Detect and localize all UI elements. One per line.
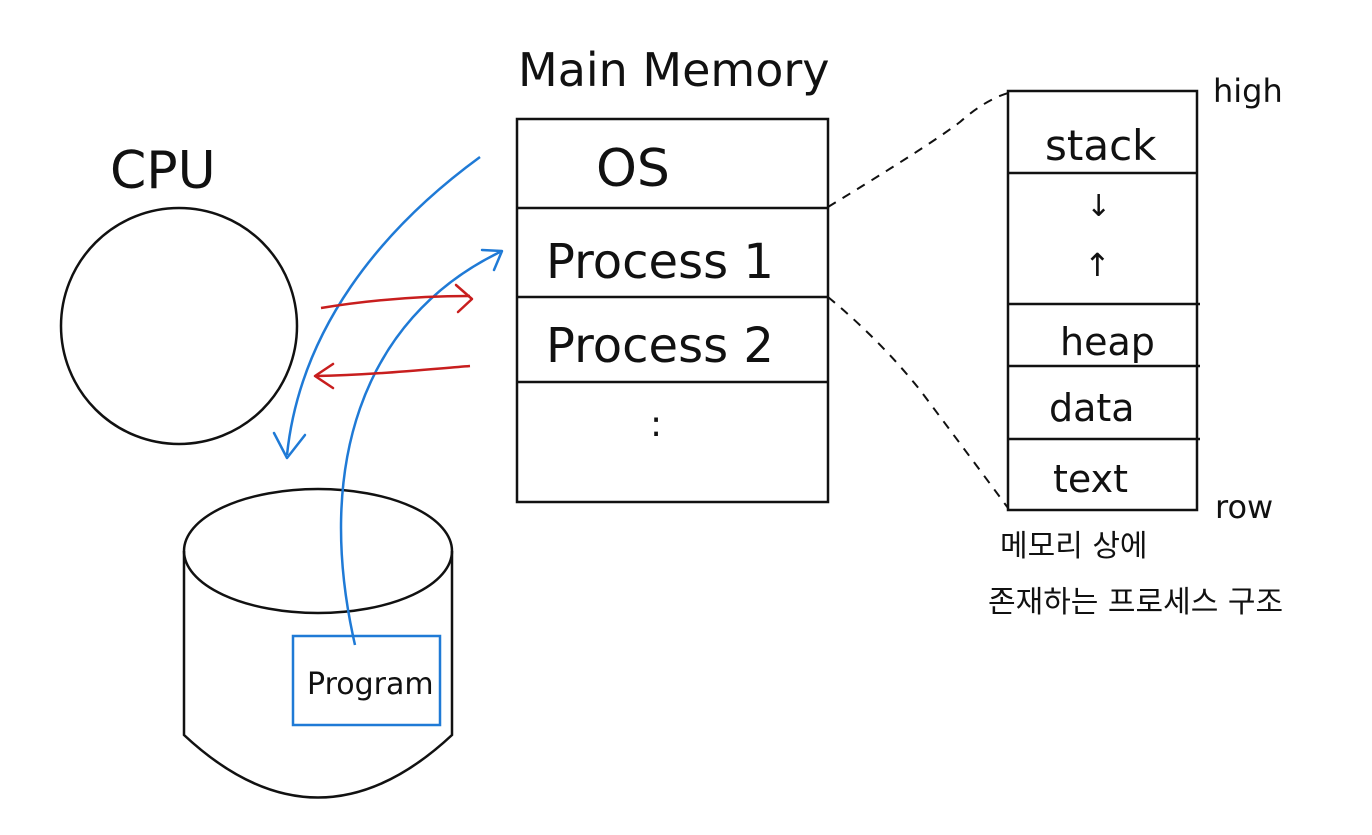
cpu-label: CPU xyxy=(110,141,216,201)
cylinder-body xyxy=(182,551,454,799)
zoom-connector-top xyxy=(827,92,1009,208)
structure-stack: stack xyxy=(1045,121,1157,170)
main-memory-block xyxy=(515,117,830,504)
main-memory-frame xyxy=(515,117,830,504)
memory-to-cpu-arrowhead xyxy=(313,362,335,390)
swap-out-arrowhead xyxy=(272,431,307,460)
cylinder-top xyxy=(182,487,454,615)
memory-to-cpu-arrow xyxy=(315,364,471,378)
memory-section-ellipsis: : xyxy=(650,404,662,445)
program-label: Program xyxy=(307,667,434,702)
cpu-circle xyxy=(59,206,299,446)
storage-cylinder xyxy=(182,487,454,799)
process-structure-block xyxy=(1006,89,1200,512)
memory-section-process-1: Process 1 xyxy=(546,234,774,290)
high-address-label: high xyxy=(1213,72,1283,110)
program-box xyxy=(291,634,442,727)
structure-caption-line-1: 메모리 상에 xyxy=(1000,529,1148,564)
memory-section-os: OS xyxy=(596,139,670,199)
main-memory-title: Main Memory xyxy=(518,43,830,97)
structure-heap-grow-arrow: ↑ xyxy=(1084,246,1111,284)
structure-caption-line-2: 존재하는 프로세스 구조 xyxy=(988,585,1283,620)
memory-section-process-2: Process 2 xyxy=(546,318,774,374)
low-address-label: row xyxy=(1215,488,1273,526)
process-structure-frame xyxy=(1006,89,1199,512)
structure-stack-grow-arrow: ↓ xyxy=(1086,189,1111,224)
structure-heap: heap xyxy=(1060,320,1155,364)
load-program-arrow xyxy=(339,250,501,646)
structure-text: text xyxy=(1053,457,1128,501)
structure-data: data xyxy=(1049,386,1135,430)
swap-out-arrow xyxy=(285,155,481,456)
cpu-to-memory-arrowhead xyxy=(454,283,474,314)
zoom-connector-bottom xyxy=(827,296,1009,509)
cpu-to-memory-arrow xyxy=(320,294,471,310)
load-program-arrowhead xyxy=(480,248,504,272)
